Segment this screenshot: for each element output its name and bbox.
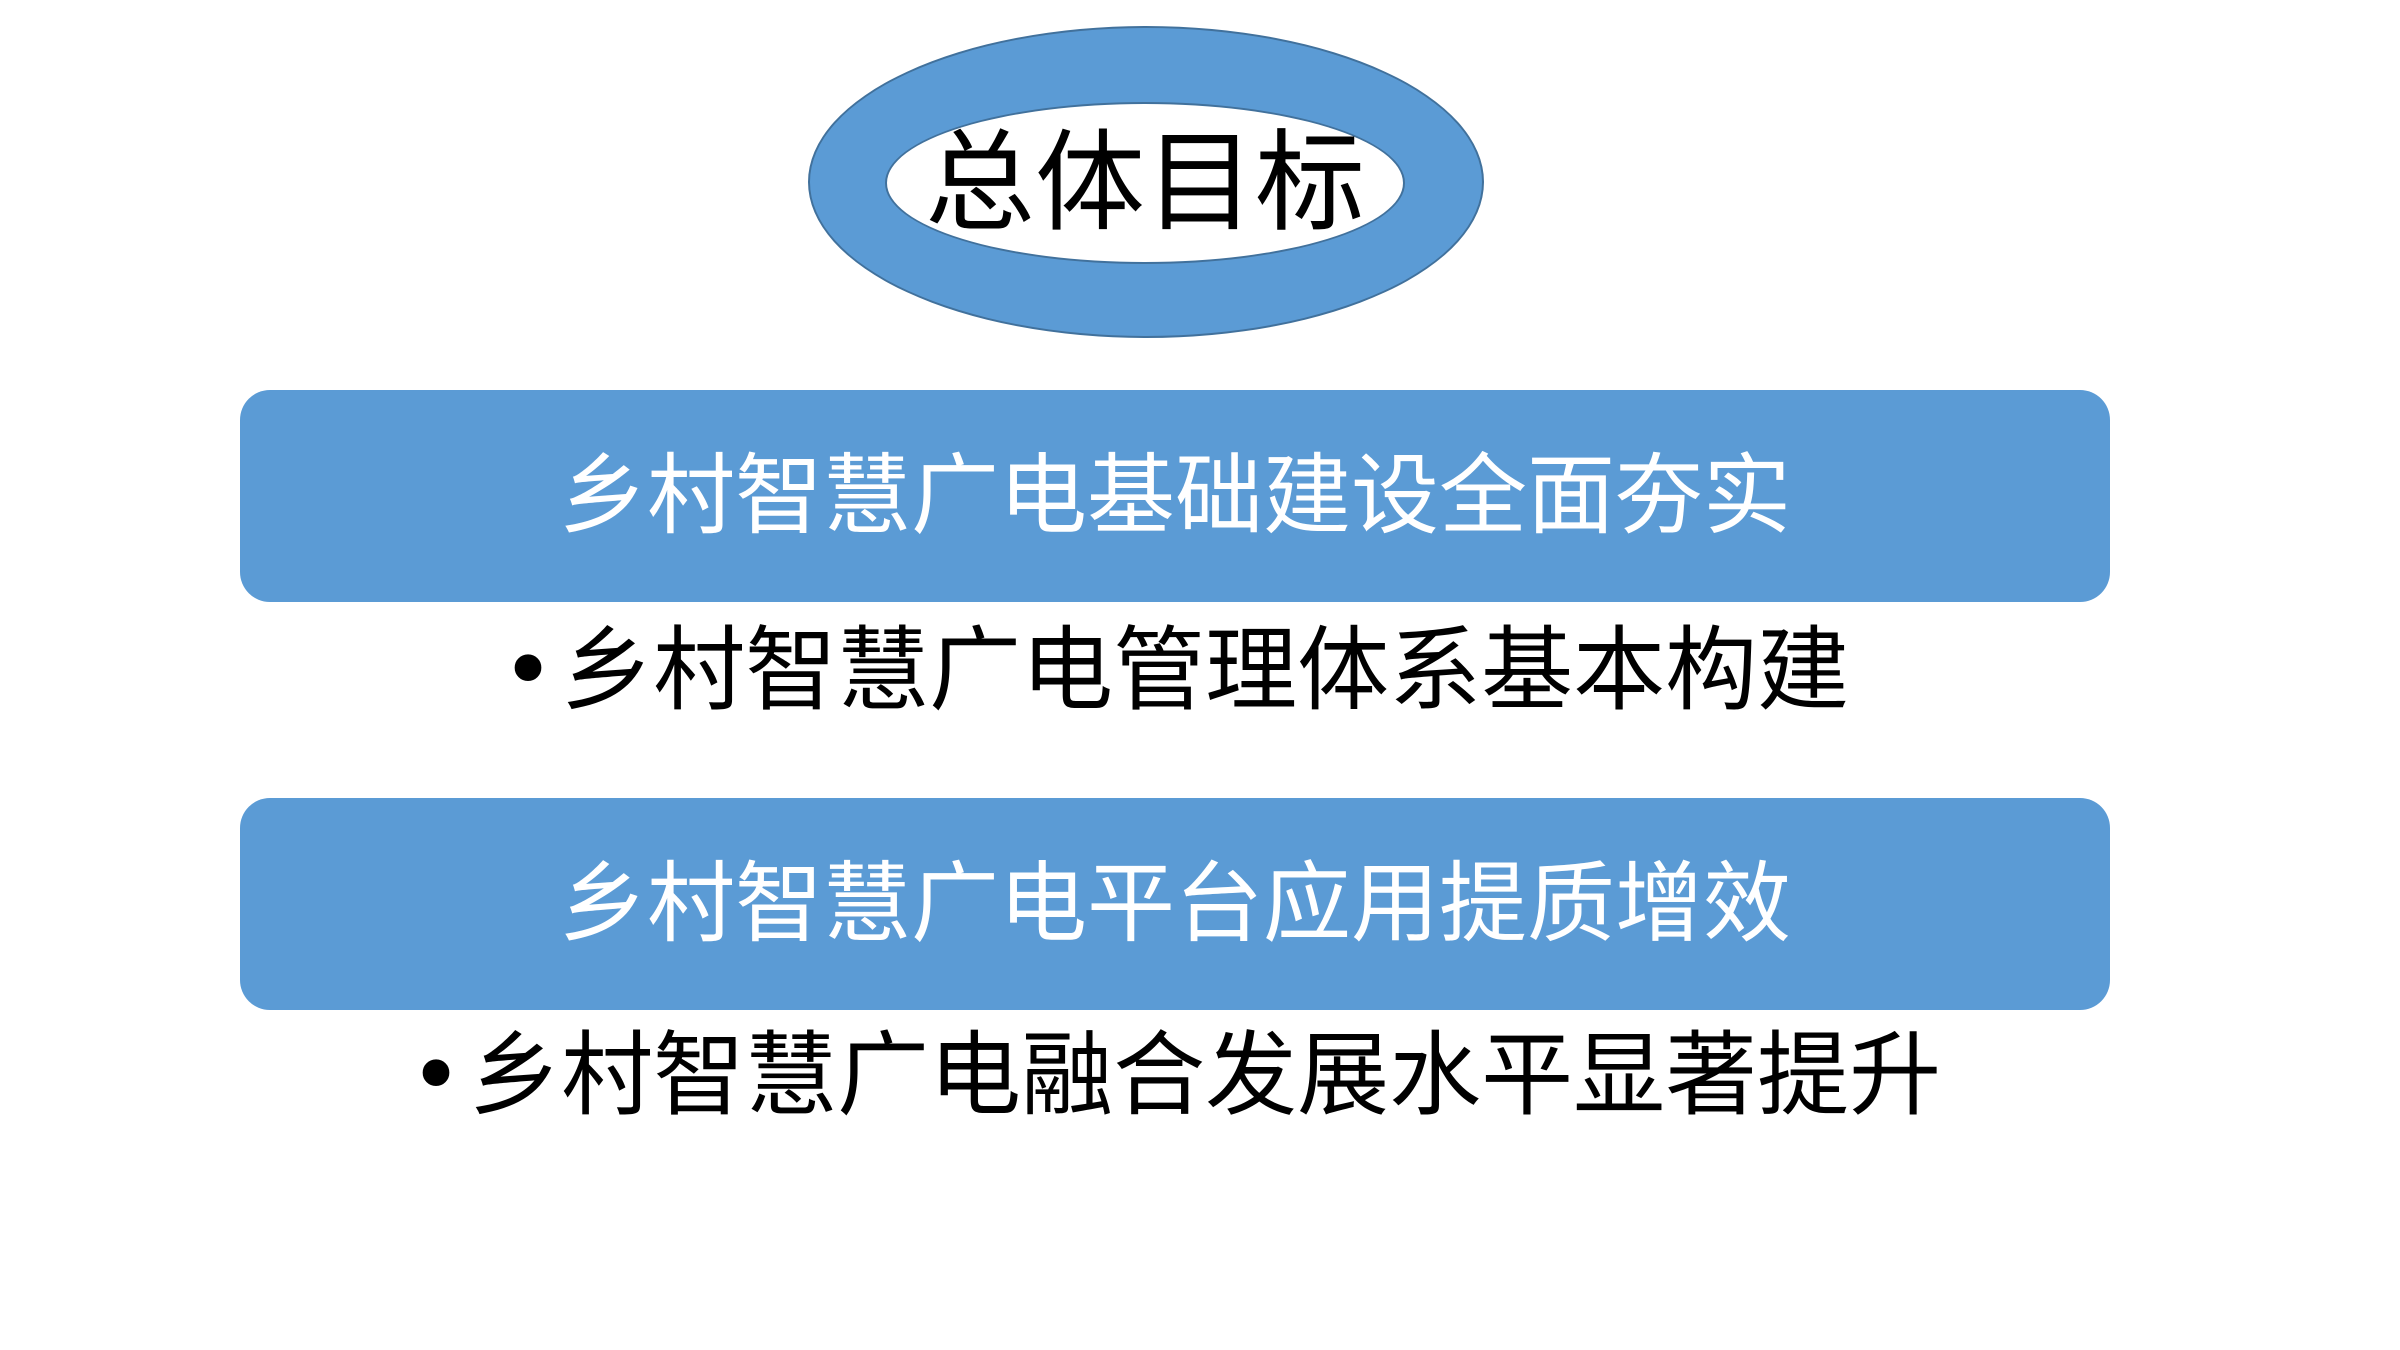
bullet-icon: • [500, 617, 556, 724]
page-title: 总体目标 [925, 119, 1365, 247]
goal-bullet-item: •乡村智慧广电管理体系基本构建 [240, 625, 2110, 717]
bullet-icon: • [408, 1022, 464, 1129]
bullet-text: 乡村智慧广电融合发展水平显著提升 [469, 1022, 1942, 1129]
goal-box-platform: 乡村智慧广电平台应用提质增效 [240, 798, 2110, 1010]
goal-heading: 乡村智慧广电平台应用提质增效 [558, 852, 1791, 955]
title-ellipse: 总体目标 [885, 102, 1405, 264]
goal-heading: 乡村智慧广电基础建设全面夯实 [558, 444, 1791, 547]
bullet-text: 乡村智慧广电管理体系基本构建 [561, 617, 1850, 724]
goal-box-infrastructure: 乡村智慧广电基础建设全面夯实 [240, 390, 2110, 602]
goal-bullet-item: •乡村智慧广电融合发展水平显著提升 [240, 1030, 2110, 1122]
